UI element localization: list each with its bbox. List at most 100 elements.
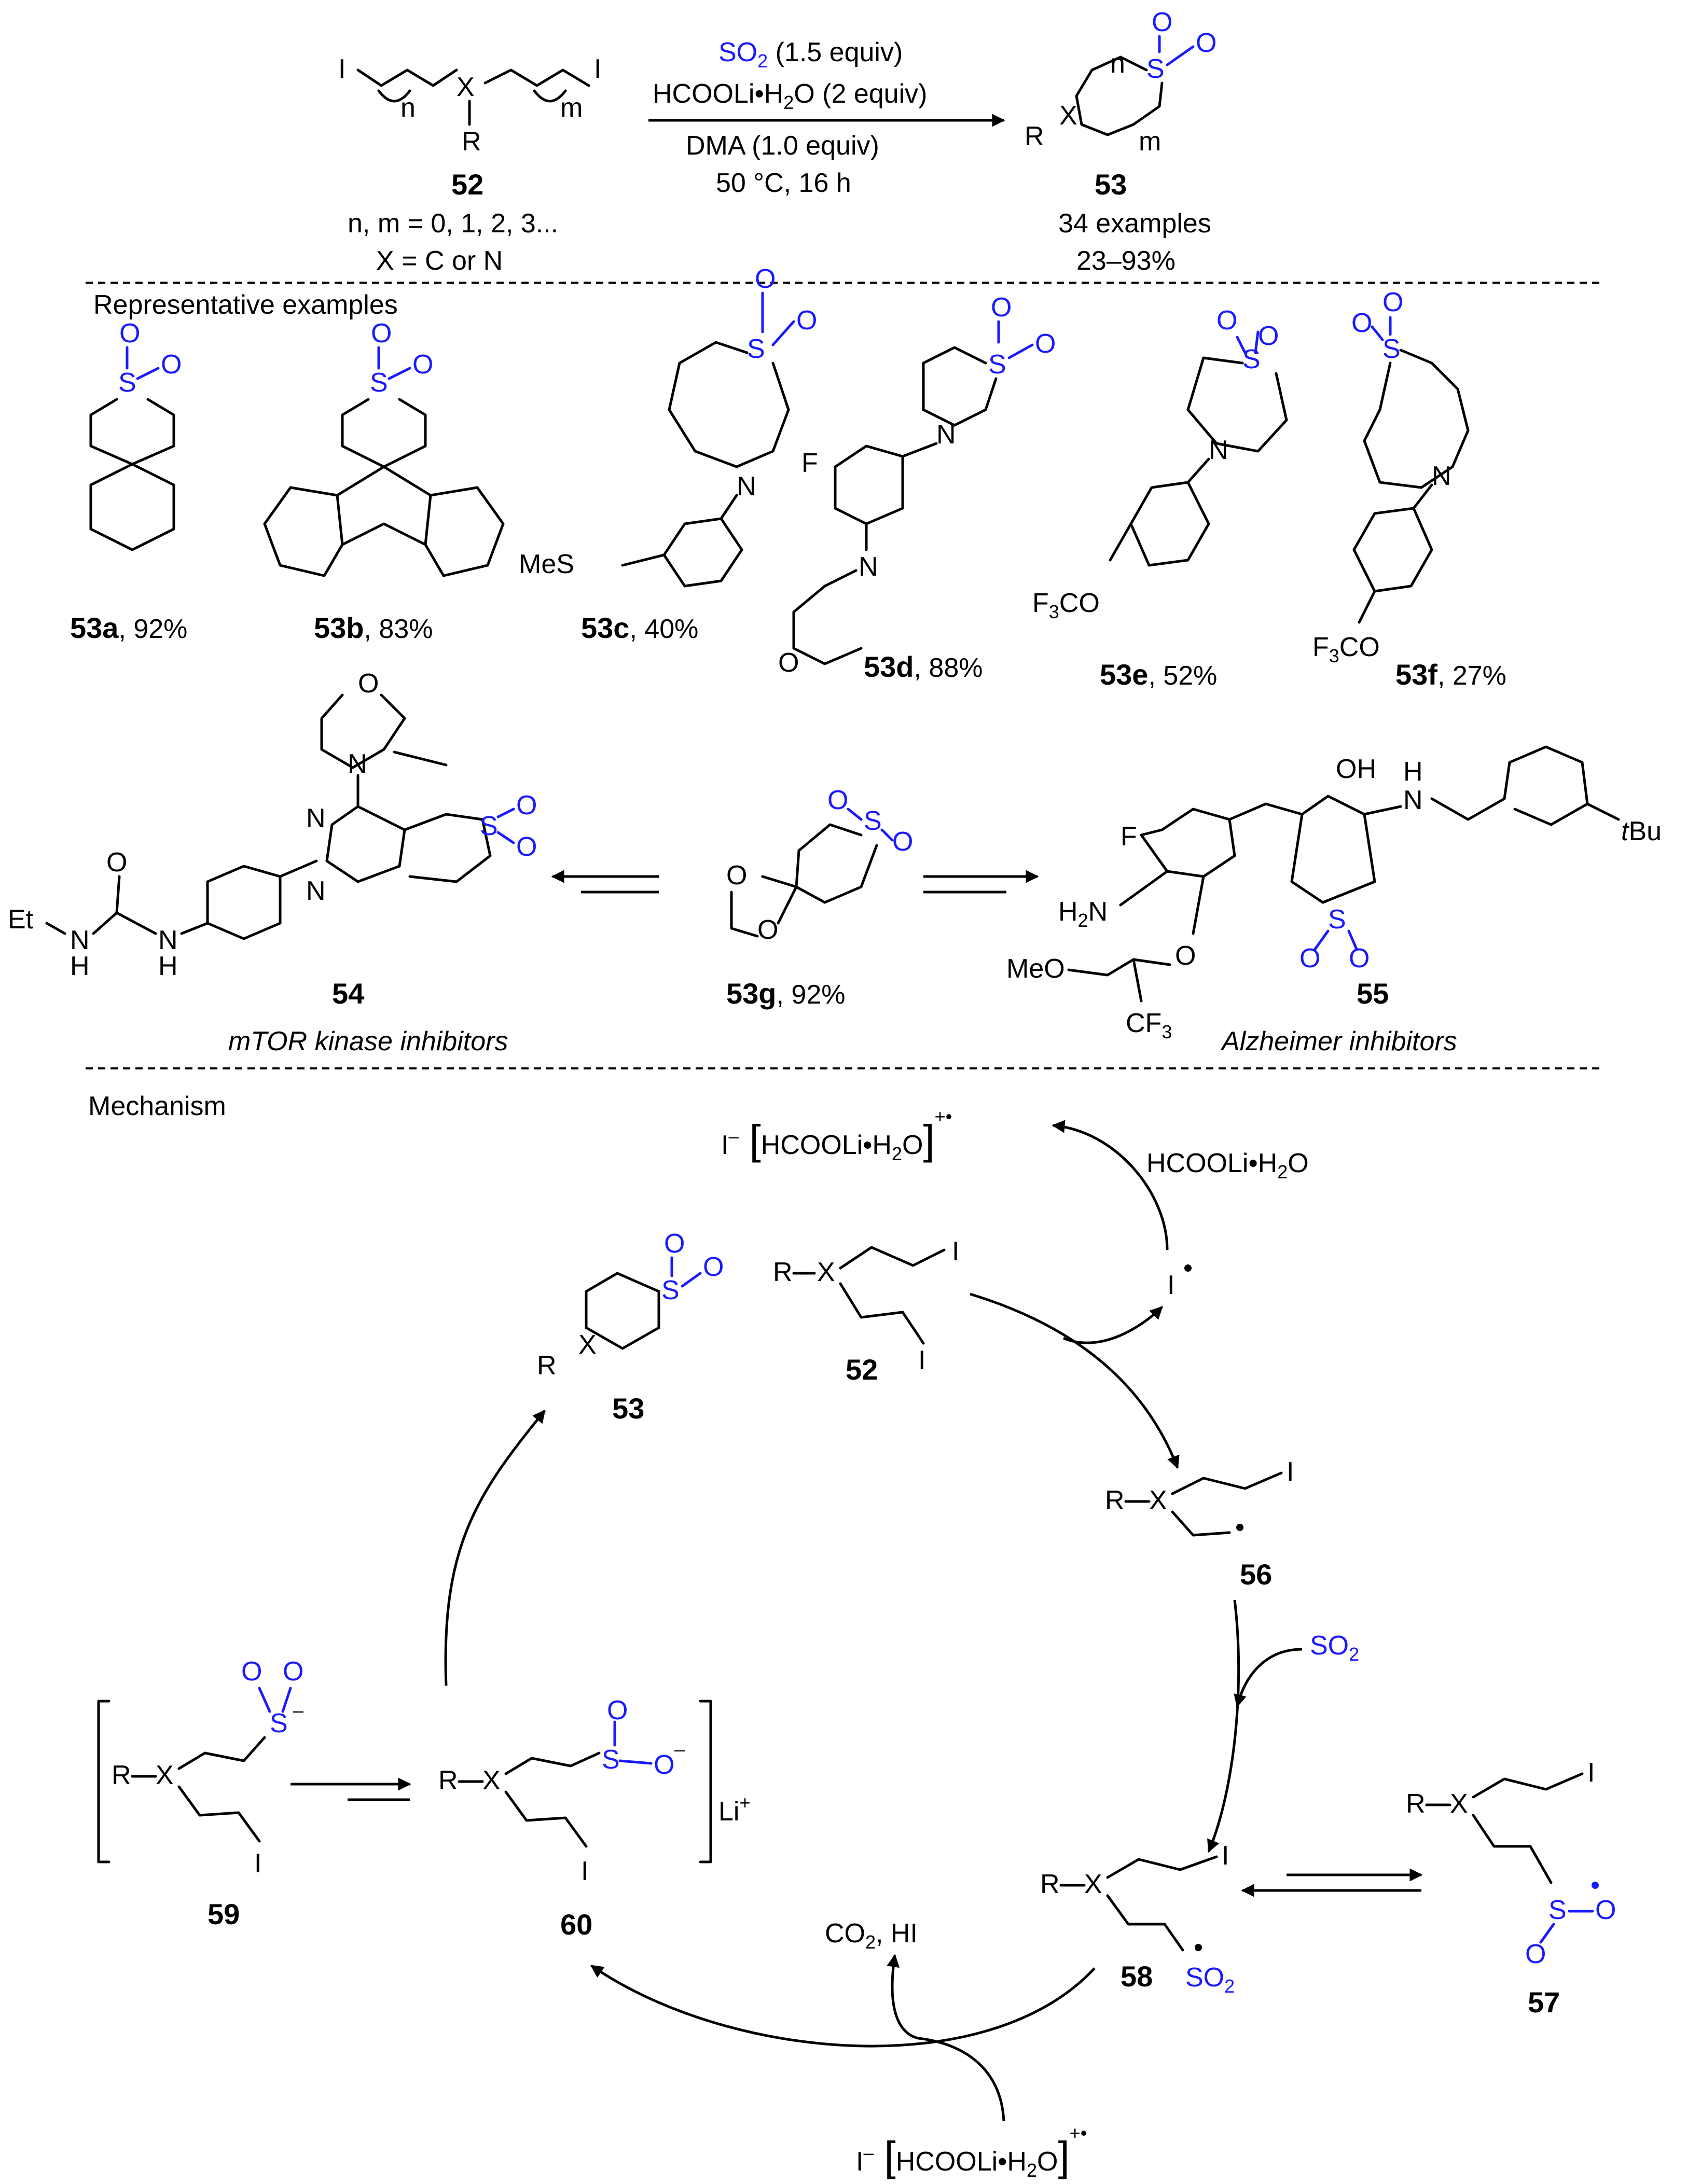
svg-text:H: H (158, 951, 178, 981)
so2-mech: SO2 (1310, 1631, 1359, 1665)
svg-text:O: O (1175, 941, 1196, 971)
svg-text:S: S (370, 368, 388, 398)
svg-text:53: 53 (612, 1392, 644, 1425)
svg-text:O: O (412, 350, 433, 380)
svg-text:53c, 40%: 53c, 40% (581, 611, 698, 644)
mech-56: R X I 56 (1105, 1457, 1294, 1591)
svg-text:O: O (1595, 1895, 1616, 1925)
svg-text:F3CO: F3CO (1032, 588, 1100, 622)
svg-text:O: O (119, 318, 140, 349)
svg-text:R: R (773, 1257, 793, 1287)
svg-text:I: I (254, 1848, 261, 1879)
compound-54: O N N N S O O N H O N H Et 54 mTOR kinas… (8, 669, 537, 1056)
formate-reagent-mech: HCOOLi•H2O (1146, 1148, 1309, 1183)
svg-text:MeO: MeO (1006, 954, 1065, 984)
svg-text:O: O (1382, 287, 1403, 317)
svg-text:O: O (1196, 28, 1216, 58)
svg-text:X: X (578, 1330, 597, 1360)
svg-text:S: S (1242, 344, 1261, 374)
svg-text:N: N (348, 749, 367, 779)
svg-text:O: O (892, 827, 913, 857)
svg-text:m: m (1139, 127, 1161, 157)
atom-X: X (457, 72, 475, 102)
svg-text:F: F (801, 448, 818, 478)
svg-text:O: O (654, 1750, 674, 1780)
svg-text:SO2: SO2 (1185, 1963, 1235, 1997)
svg-text:57: 57 (1528, 1986, 1560, 2019)
radical-dot (1184, 1264, 1192, 1272)
svg-text:R: R (112, 1760, 131, 1790)
svg-text:F: F (1121, 822, 1137, 852)
svg-text:S: S (480, 811, 498, 841)
svg-text:SO2 (1.5 equiv): SO2 (1.5 equiv) (718, 37, 903, 72)
svg-text:Et: Et (8, 905, 34, 935)
svg-text:O: O (757, 915, 778, 945)
svg-text:N: N (1209, 435, 1228, 465)
svg-text:I–[HCOOLi•H2O]+•: I–[HCOOLi•H2O]+• (721, 1106, 952, 1164)
svg-text:N: N (1432, 461, 1451, 491)
svg-text:R: R (438, 1765, 458, 1796)
reaction-conditions: SO2 (1.5 equiv) HCOOLi•H2O (2 equiv) DMA… (648, 37, 1005, 198)
svg-text:H2N: H2N (1058, 897, 1108, 931)
svg-text:OH: OH (1336, 754, 1376, 784)
atom-I: I (594, 54, 601, 84)
mech-58: R X I SO2 58 (1040, 1841, 1235, 1997)
product-yield-range: 23–93% (1076, 246, 1176, 276)
product-examples: 34 examples (1058, 208, 1211, 239)
svg-text:53a, 92%: 53a, 92% (70, 611, 187, 644)
atom-I: I (338, 54, 345, 84)
conditions: 50 °C, 16 h (716, 168, 851, 198)
mech-57: R X I S O O 57 (1406, 1758, 1616, 2019)
substrate-52: I n X m I R 52 n, m = 0, 1, 2, 3... X = … (338, 54, 601, 276)
svg-text:n: n (1110, 49, 1125, 79)
svg-text:HCOOLi•H2O (2 equiv): HCOOLi•H2O (2 equiv) (653, 79, 927, 113)
svg-text:O: O (1035, 329, 1056, 359)
svg-text:O: O (516, 790, 537, 820)
section-representative: Representative examples (93, 290, 398, 320)
svg-text:R: R (1406, 1789, 1426, 1819)
svg-text:O: O (241, 1657, 262, 1687)
svg-text:X: X (1059, 101, 1077, 131)
svg-text:56: 56 (1240, 1558, 1272, 1591)
svg-text:X: X (1149, 1485, 1167, 1515)
compound-53b: O O S 53b, 83% (263, 318, 505, 644)
svg-text:O: O (161, 350, 182, 380)
svg-text:O: O (778, 648, 799, 678)
svg-text:I: I (1222, 1841, 1229, 1871)
svg-text:R: R (1040, 1869, 1060, 1899)
svg-text:53b, 83%: 53b, 83% (314, 611, 433, 644)
svg-text:53d, 88%: 53d, 88% (864, 650, 983, 683)
svg-text:O: O (1349, 943, 1370, 973)
svg-text:S: S (988, 350, 1006, 380)
svg-text:S: S (1382, 334, 1401, 364)
svg-text:S: S (1548, 1895, 1567, 1925)
svg-text:53f, 27%: 53f, 27% (1395, 658, 1506, 691)
svg-text:O: O (106, 847, 127, 878)
svg-text:N: N (859, 552, 878, 582)
svg-text:R: R (537, 1351, 557, 1381)
svg-text:H: H (70, 951, 90, 981)
svg-text:O: O (516, 832, 537, 862)
mech-59: R X I S O O – 59 (112, 1657, 303, 1930)
solvent: DMA (1.0 equiv) (686, 131, 879, 161)
svg-text:H: H (1403, 757, 1423, 787)
section-mechanism: Mechanism (88, 1091, 226, 1121)
compound-55: F H2N O MeO CF3 OH N H S O O tBu 55 Alzh… (1006, 745, 1662, 1056)
svg-text:O: O (755, 264, 776, 294)
svg-text:O: O (827, 785, 848, 815)
svg-text:I–[HCOOLi•H2O]+•: I–[HCOOLi•H2O]+• (856, 2122, 1087, 2181)
arrow-56-to-58 (1207, 1599, 1240, 1853)
svg-text:O: O (607, 1695, 628, 1726)
svg-text:53g, 92%: 53g, 92% (726, 977, 845, 1010)
svg-text:59: 59 (208, 1898, 240, 1930)
mech-53: O O S X R 53 (537, 1229, 724, 1425)
compound-53c: O O S N MeS 53c, 40% (519, 264, 817, 644)
svg-text:O: O (371, 318, 392, 349)
svg-text:S: S (661, 1275, 680, 1305)
atom-R: R (462, 127, 481, 157)
product-53: O O S n X R m 53 34 examples 23–93% (1025, 7, 1216, 276)
svg-text:I: I (581, 1856, 588, 1886)
svg-text:O: O (991, 293, 1012, 323)
compound-53e: O O S N F3CO 53e, 52% (1032, 305, 1288, 691)
